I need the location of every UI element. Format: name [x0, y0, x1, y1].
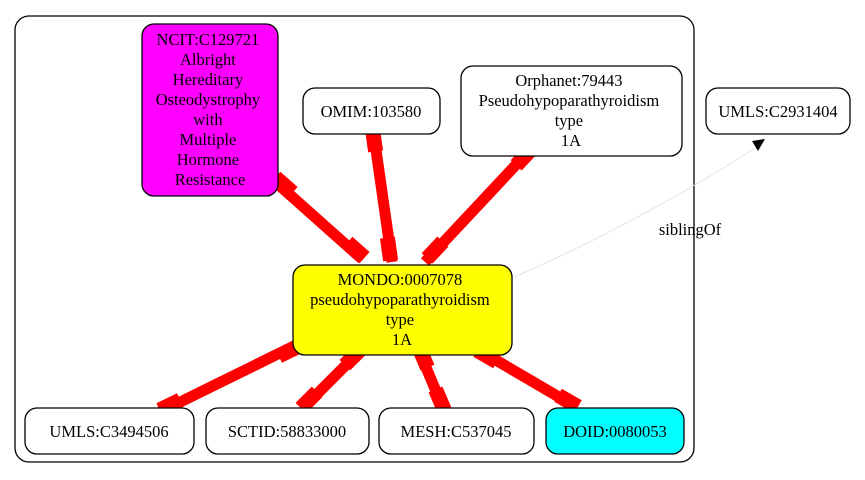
node-umls-sibling-label: UMLS:C2931404	[718, 102, 837, 121]
node-orphanet[interactable]: Orphanet:79443 Pseudohypoparathyroidism …	[460, 65, 683, 157]
edge-omim-mondo-marker-end	[379, 236, 399, 262]
node-doid[interactable]: DOID:0080053	[545, 407, 685, 455]
node-umls-label: UMLS:C3494506	[49, 422, 168, 441]
node-doid-label: DOID:0080053	[563, 422, 667, 441]
node-omim-box	[302, 87, 441, 135]
node-mesh-label: MESH:C537045	[401, 422, 512, 441]
node-omim[interactable]: OMIM:103580	[302, 87, 441, 135]
edge-ncit-mondo	[270, 171, 370, 264]
node-umls-box	[24, 407, 195, 455]
node-omim-label: OMIM:103580	[321, 102, 422, 121]
node-sctid[interactable]: SCTID:58833000	[205, 407, 370, 455]
sibling-edge: siblingOf	[513, 139, 765, 278]
node-sctid-box	[205, 407, 370, 455]
node-umls-sibling[interactable]: UMLS:C2931404	[705, 87, 851, 135]
node-umls-sibling-box	[705, 87, 851, 135]
node-ncit-label: NCIT:C129721 Albright Hereditary Osteody…	[156, 30, 265, 189]
edge-mondo-doid-marker-end	[554, 388, 582, 414]
node-mesh-box	[378, 407, 535, 455]
node-sctid-label: SCTID:58833000	[228, 422, 346, 441]
node-mondo-box	[292, 264, 513, 356]
node-mesh[interactable]: MESH:C537045	[378, 407, 535, 455]
node-mondo-label: MONDO:0007078 pseudohypoparathyroidism t…	[310, 270, 494, 349]
node-orphanet-label: Orphanet:79443 Pseudohypoparathyroidism …	[479, 71, 664, 150]
node-umls[interactable]: UMLS:C3494506	[24, 407, 195, 455]
edge-ncit-mondo-marker-end	[342, 236, 370, 264]
node-ncit[interactable]: NCIT:C129721 Albright Hereditary Osteody…	[141, 23, 279, 197]
node-doid-box	[545, 407, 685, 455]
node-ncit-box	[141, 23, 279, 197]
node-mondo[interactable]: MONDO:0007078 pseudohypoparathyroidism t…	[292, 264, 513, 356]
edge-orphanet-mondo-marker-end	[421, 236, 449, 264]
sibling-edge-arrowhead	[752, 139, 765, 151]
node-orphanet-box	[460, 65, 683, 157]
sibling-edge-label: siblingOf	[659, 220, 722, 239]
